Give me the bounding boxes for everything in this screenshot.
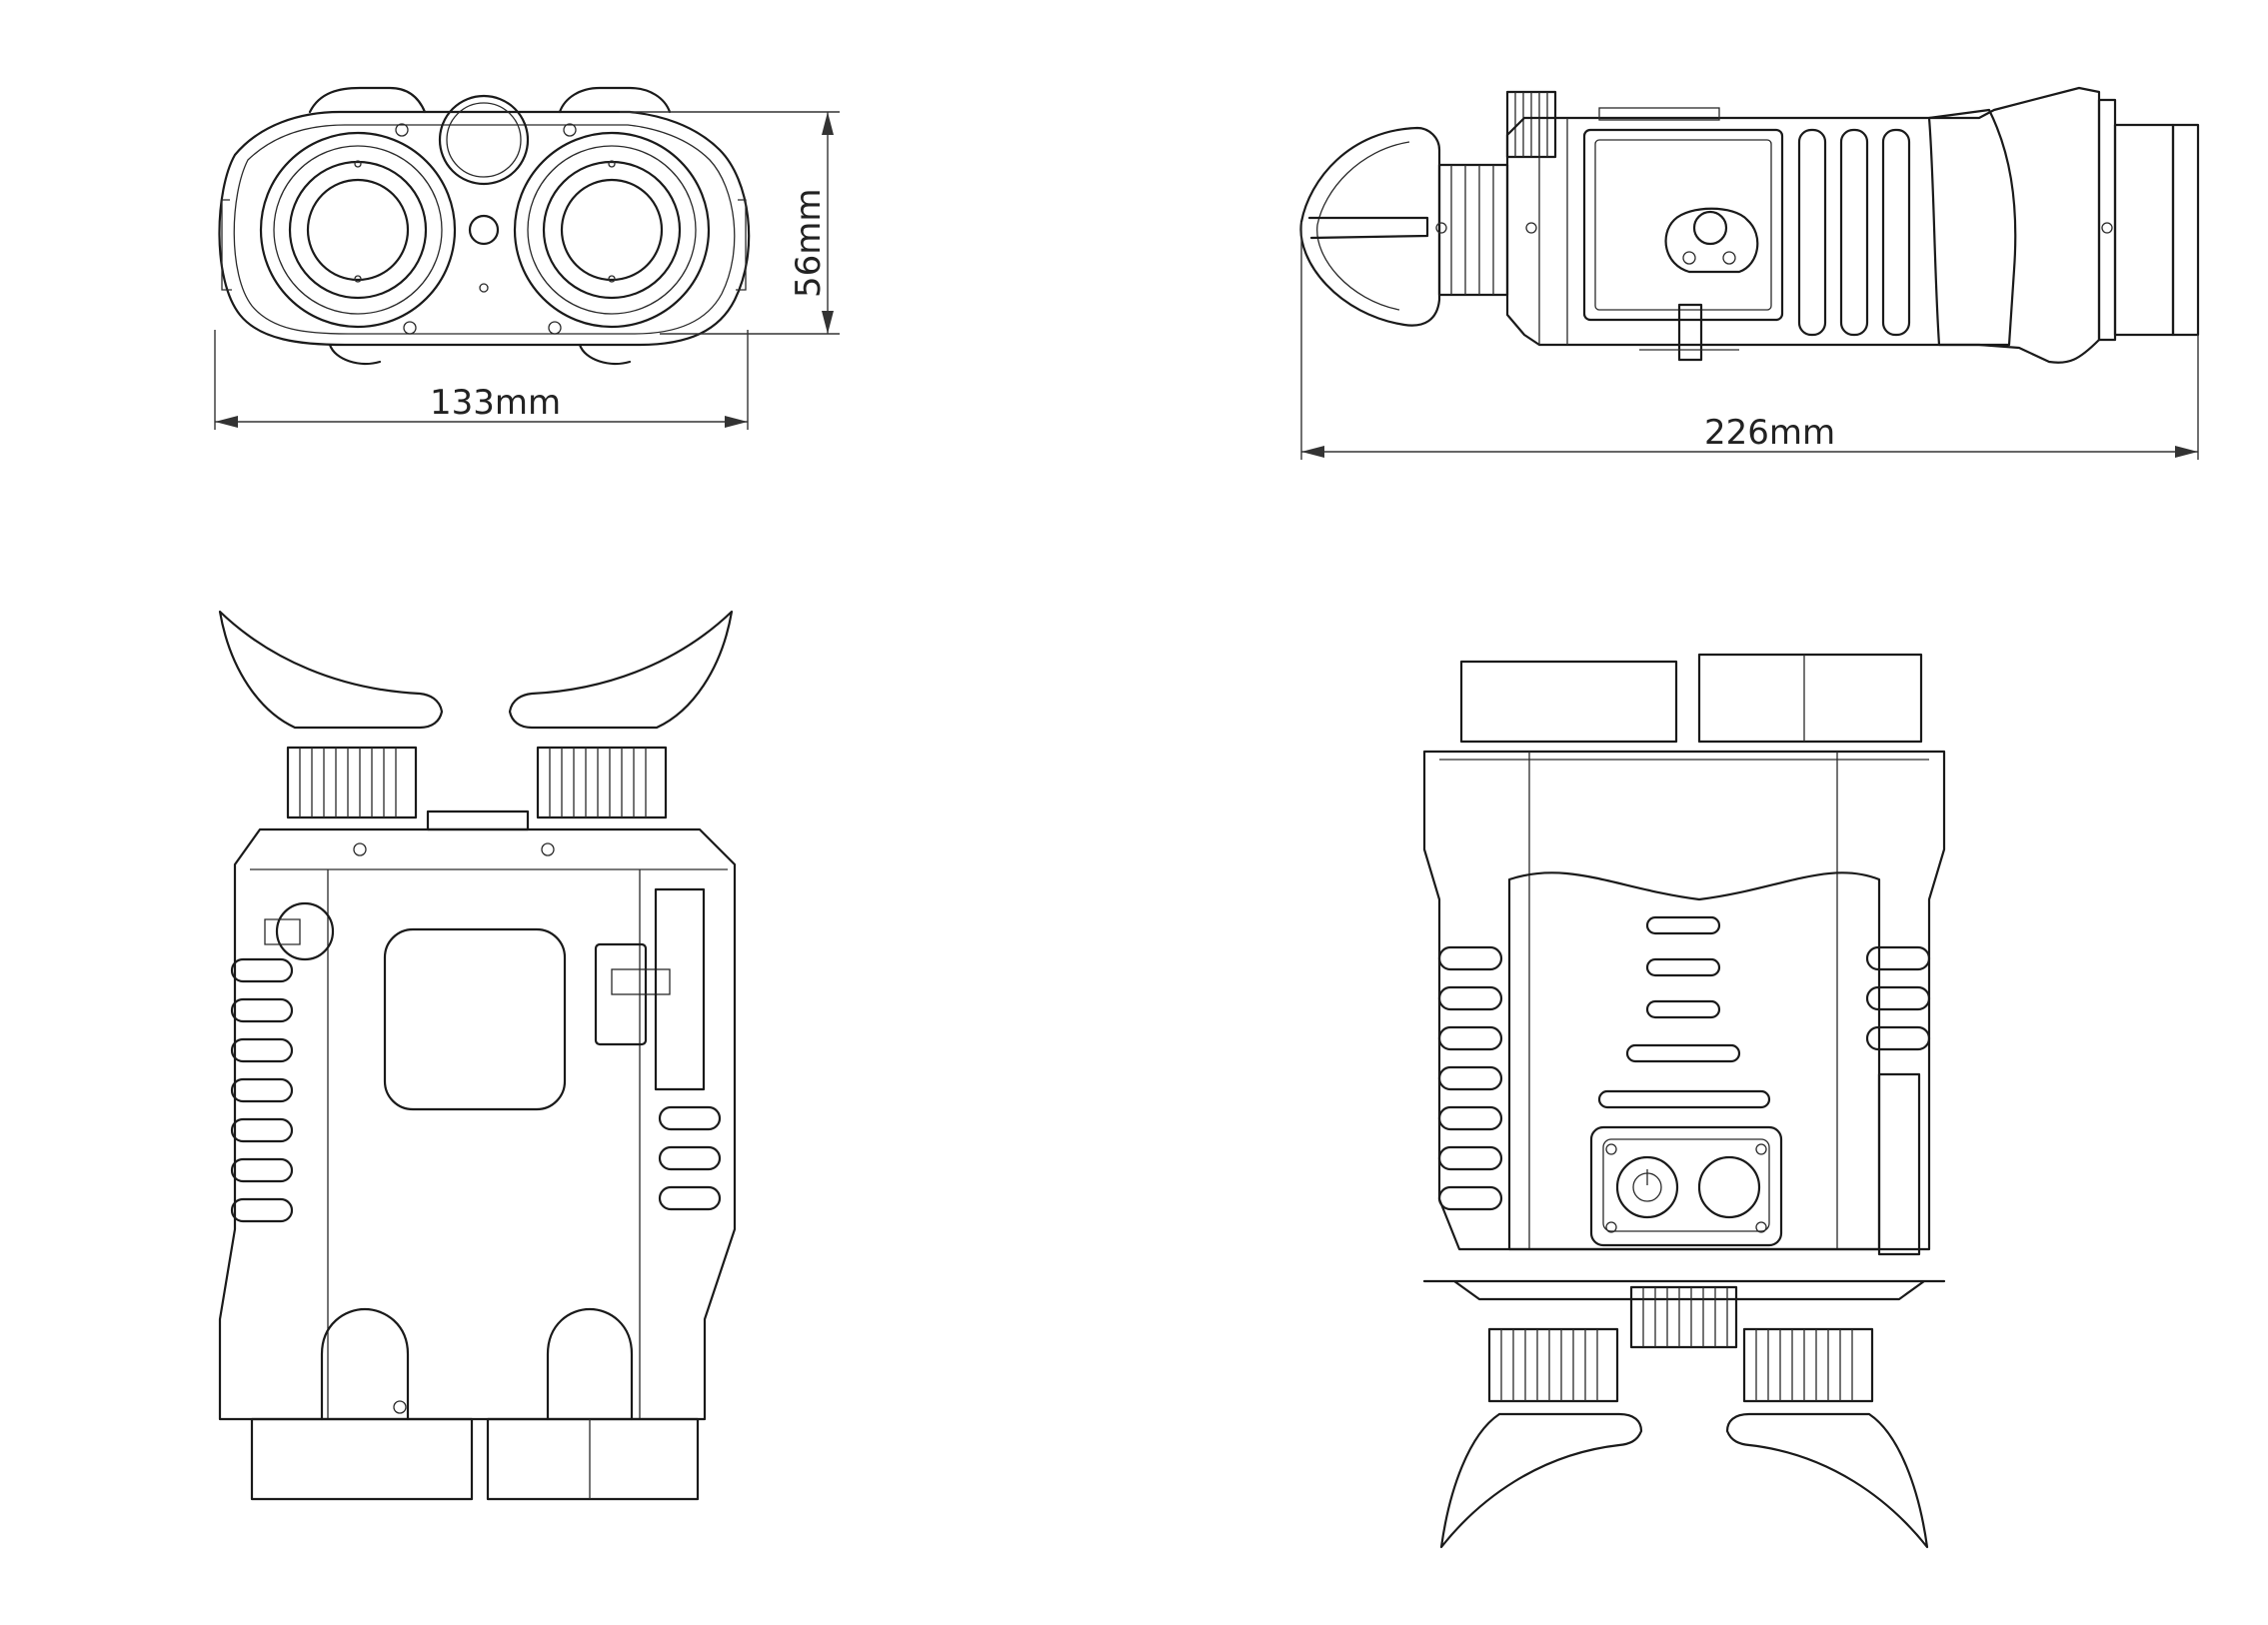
side-length-label: 226mm (1704, 413, 1835, 453)
side-length-dimension (1300, 222, 2199, 460)
bottom-view (1422, 653, 1946, 1549)
front-width-dimension (214, 330, 749, 430)
front-height-dimension (620, 111, 840, 335)
top-view (218, 610, 737, 1501)
side-view (1299, 86, 2200, 364)
front-view (218, 86, 751, 366)
front-height-label: 56mm (789, 188, 829, 298)
front-width-label: 133mm (430, 383, 561, 423)
top-view-grips (230, 957, 722, 1223)
